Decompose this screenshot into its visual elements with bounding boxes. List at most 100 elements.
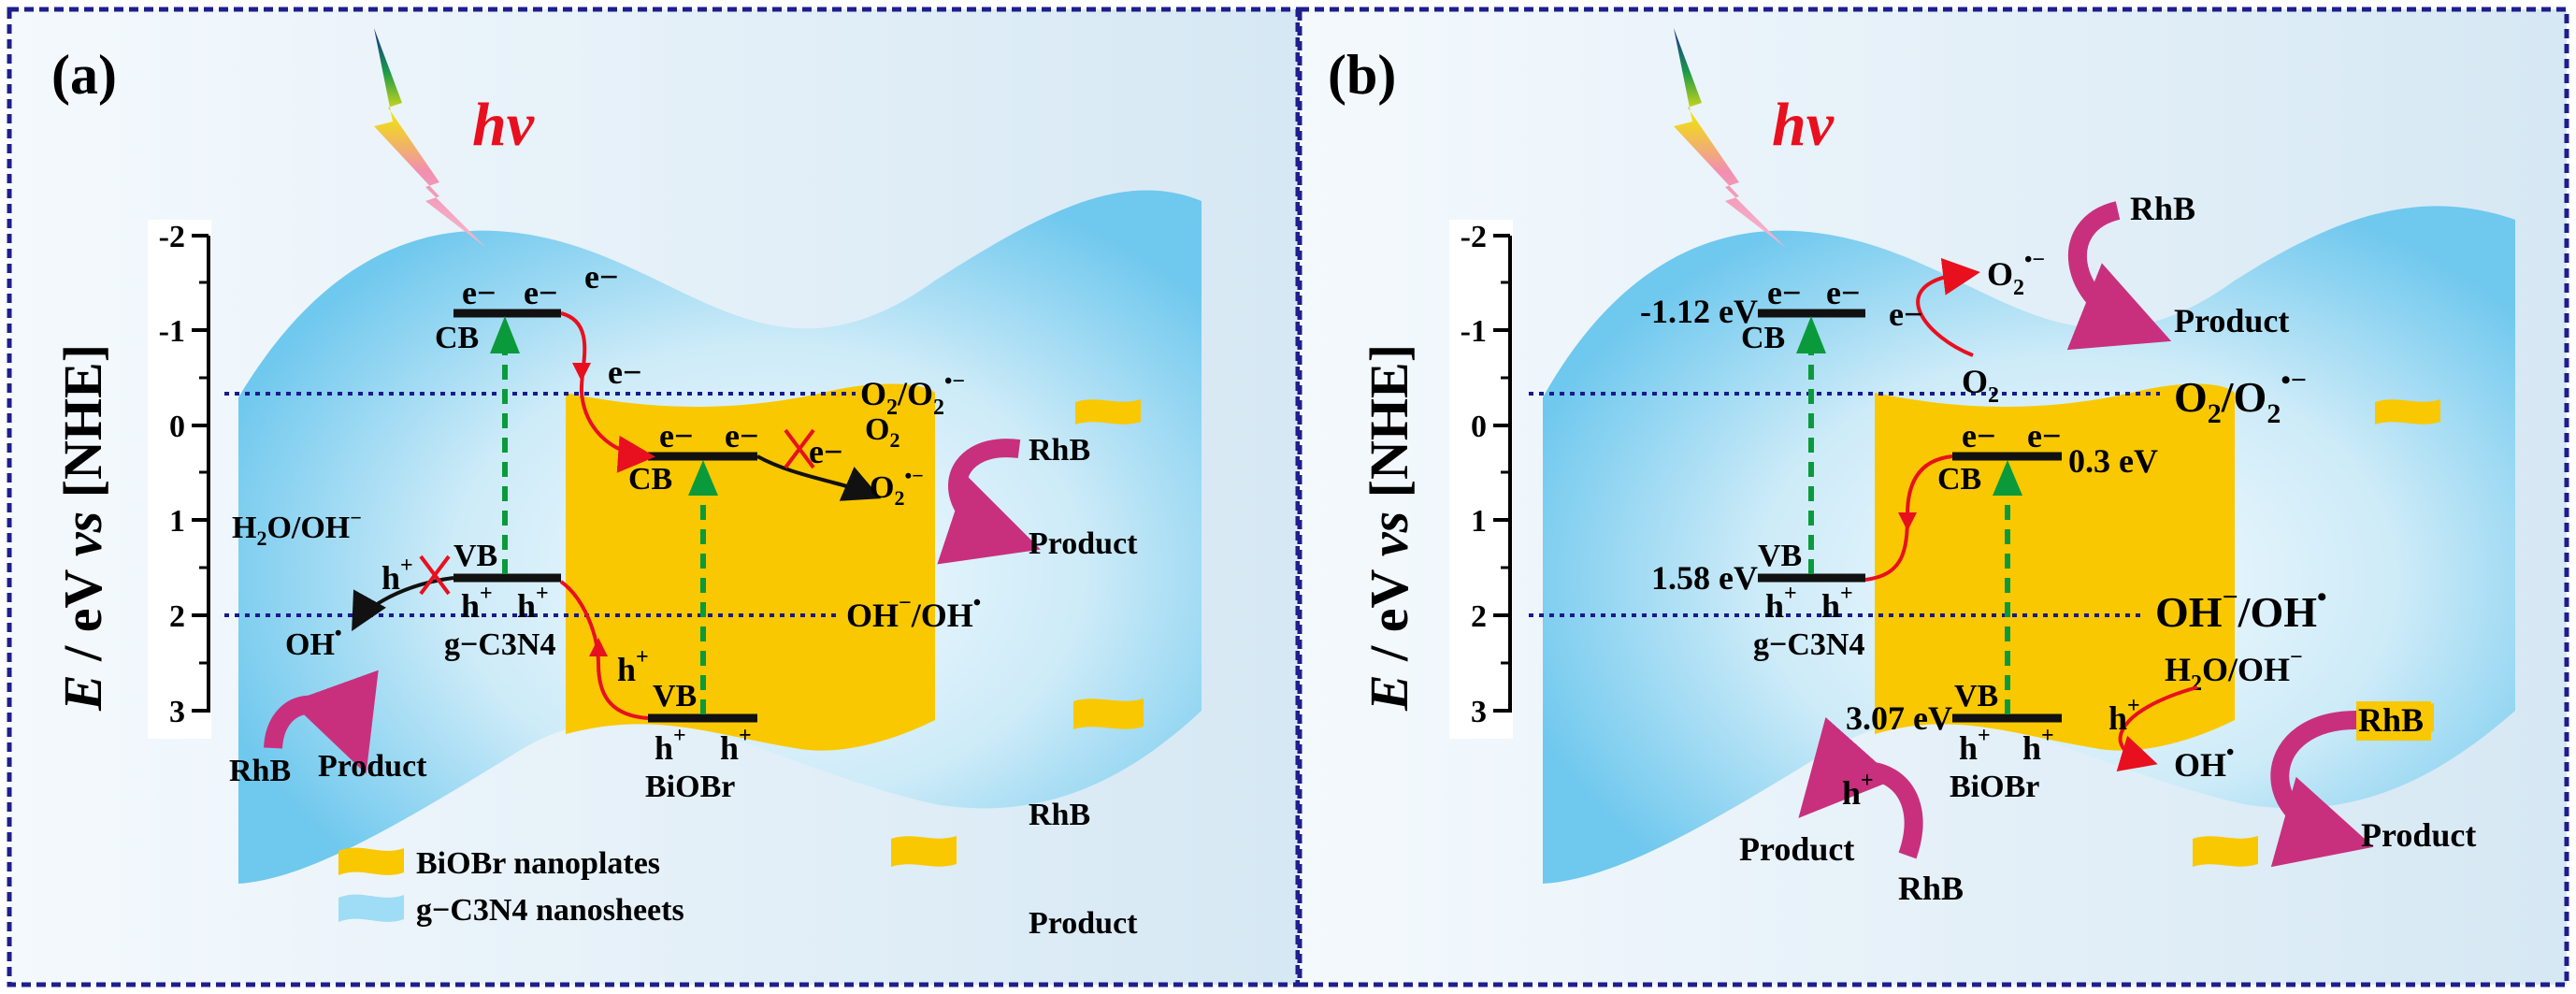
rhb-label: RhB <box>2130 190 2195 227</box>
tick-label: 0 <box>1471 410 1487 444</box>
bobr-name-label: BiOBr <box>1950 770 2039 804</box>
gcn-name-label: g−C3N4 <box>1753 627 1864 662</box>
transfer-hole-label: h+ <box>617 645 649 688</box>
legend-gcn-swatch <box>338 894 404 922</box>
gcn-cb-electron: e− <box>1826 274 1861 311</box>
red-arrowhead <box>589 638 608 656</box>
small-plate <box>1075 399 1141 425</box>
gcn-vb-hole: h+ <box>1821 582 1853 625</box>
tick-label: 3 <box>169 695 185 729</box>
product-label: Product <box>1029 526 1138 561</box>
degradation-arrow <box>2066 201 2172 351</box>
bobr-vb-hole: h+ <box>720 724 752 767</box>
gcn-vb-value: 1.58 eV <box>1651 559 1758 597</box>
blocked-electron-arrow <box>756 454 882 501</box>
h2o-oh-label: H2O/OH− <box>2165 645 2303 696</box>
h2o-oh-label: H2O/OH− <box>232 506 362 550</box>
gcn-vb-hole: h+ <box>1765 582 1797 625</box>
hole-transfer-arrow <box>559 580 649 720</box>
rhb-label: RhB <box>229 754 291 788</box>
rhb-label: RhB <box>1029 433 1090 468</box>
bobr-cb-label: CB <box>1937 462 1981 497</box>
bobr-plate-shape <box>1875 383 2235 751</box>
legend-bobr-swatch <box>338 847 404 875</box>
cross-mark <box>419 555 451 596</box>
gcn-name-label: g−C3N4 <box>444 627 555 662</box>
gcn-cb-electron: e− <box>584 258 619 295</box>
oh-potential-label: OH−/OH• <box>846 591 981 634</box>
gcn-vb-label: VB <box>453 539 497 573</box>
rhb-label: RhB <box>1029 798 1090 832</box>
bobr-cb-value: 0.3 eV <box>2068 442 2158 480</box>
gcn-cb-electron: e− <box>462 274 496 311</box>
degradation-arrow <box>264 670 379 774</box>
oh-potential-label: OH−/OH• <box>2155 582 2327 636</box>
small-plate <box>1073 699 1144 729</box>
panel-tag-b: (b) <box>1328 44 1396 106</box>
small-plate <box>2375 399 2440 425</box>
product-label: Product <box>2174 302 2289 339</box>
tick-label: 1 <box>1471 504 1487 539</box>
degradation-arrow <box>937 439 1041 565</box>
gcn-cb-electron: e− <box>1767 274 1802 311</box>
electron-label: e− <box>1889 295 1923 333</box>
panel-tag-a: (a) <box>51 44 117 106</box>
blocked-hole-label: h+ <box>381 554 413 597</box>
panel-a: hv (a) -2 -1 0 1 2 3 E / eV vs [NHE] <box>7 7 1301 987</box>
hv-label: hv <box>1772 91 1835 159</box>
y-axis-title: E / eV vs [NHE] <box>1359 344 1419 712</box>
gcn-vb-hole: h+ <box>517 582 549 625</box>
hole-label: h+ <box>2108 694 2140 737</box>
y-axis-ticks <box>1493 234 1510 713</box>
hv-label: hv <box>472 91 535 159</box>
red-arrowhead <box>572 363 591 382</box>
tick-label: -2 <box>1461 220 1487 254</box>
gcn-cb-value: -1.12 eV <box>1640 293 1758 330</box>
oh-radical-label: OH• <box>285 621 342 662</box>
tick-label: -1 <box>159 314 185 349</box>
hole-oxidation-arrow <box>2116 685 2198 771</box>
gcn-cb-label: CB <box>1741 321 1785 355</box>
rhb-label: RhB <box>2358 701 2424 739</box>
bobr-cb-label: CB <box>628 462 672 497</box>
panel-b: hv (b) -2 -1 0 1 2 3 E / eV vs [NHE] <box>1297 7 2569 987</box>
product-label: Product <box>2361 816 2476 854</box>
bobr-vb-value: 3.07 eV <box>1846 699 1952 737</box>
gcn-cb-label: CB <box>435 321 479 355</box>
small-plate <box>2193 836 2258 867</box>
bobr-vb-label: VB <box>653 679 697 713</box>
tick-label: -1 <box>1461 314 1487 349</box>
electron-transfer-arrow <box>560 311 655 473</box>
legend-bobr-label: BiOBr nanoplates <box>416 846 660 881</box>
hole-label: h+ <box>1842 769 1874 812</box>
rhb-highlight <box>2356 701 2431 741</box>
blocked-electron-label: e− <box>809 433 843 470</box>
tick-label: 0 <box>169 410 185 444</box>
product-label: Product <box>1739 830 1854 868</box>
bobr-cb-electron: e− <box>1962 417 1996 454</box>
gcn-cb-electron: e− <box>524 274 558 311</box>
green-arrowhead <box>1796 316 1826 353</box>
bobr-vb-hole: h+ <box>1959 724 1991 767</box>
transfer-electron-label: e− <box>608 353 642 391</box>
lightning-bolt-icon <box>1674 28 1786 248</box>
tick-label: 3 <box>1471 695 1487 729</box>
bobr-cb-electron: e− <box>725 417 759 454</box>
tick-label: 2 <box>1471 599 1487 634</box>
gcn-vb-label: VB <box>1758 539 1802 573</box>
lightning-bolt-icon <box>374 28 486 248</box>
y-axis-title: E / eV vs [NHE] <box>52 344 113 712</box>
axis-background <box>148 220 211 739</box>
green-arrowhead <box>688 460 718 496</box>
legend-gcn-label: g−C3N4 nanosheets <box>416 893 684 928</box>
bobr-name-label: BiOBr <box>645 770 735 804</box>
bobr-cb-electron: e− <box>2027 417 2062 454</box>
degradation-arrow <box>1798 716 1923 859</box>
bobr-vb-hole: h+ <box>655 724 686 767</box>
bobr-vb-label: VB <box>1954 679 1998 713</box>
tick-label: -2 <box>159 220 185 254</box>
tick-label: 1 <box>169 504 185 539</box>
bobr-cb-electron: e− <box>659 417 694 454</box>
electron-reduction-arrow <box>1916 257 1980 357</box>
